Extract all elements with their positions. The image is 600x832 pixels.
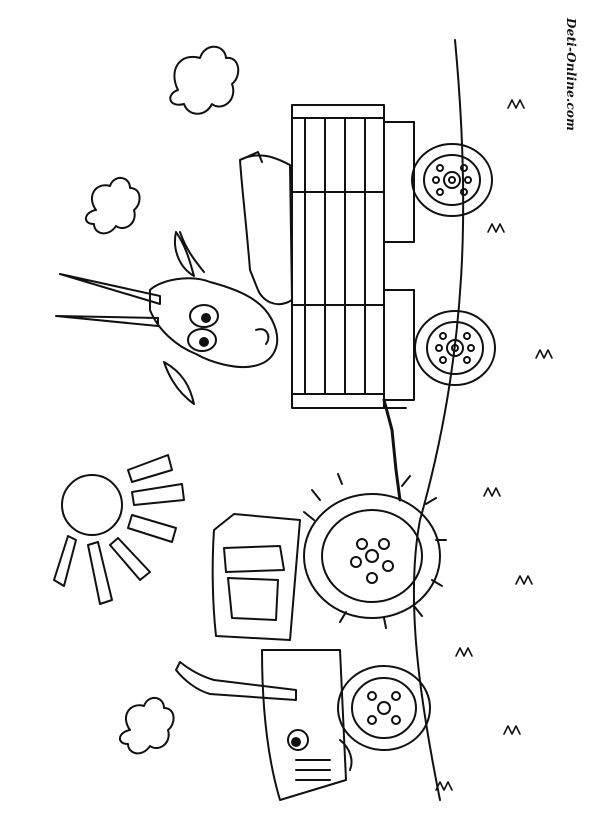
sun	[54, 455, 184, 604]
trailer-wheel-top	[412, 144, 492, 216]
grass-tufts	[436, 100, 552, 790]
cloud-top	[170, 47, 238, 114]
trailer-wheel-bottom	[415, 311, 495, 385]
ground-line	[414, 40, 463, 800]
goat	[56, 152, 292, 404]
cloud-bottom	[120, 698, 174, 753]
cloud-middle	[86, 178, 140, 233]
tractor	[176, 474, 446, 800]
trailer	[292, 105, 414, 500]
